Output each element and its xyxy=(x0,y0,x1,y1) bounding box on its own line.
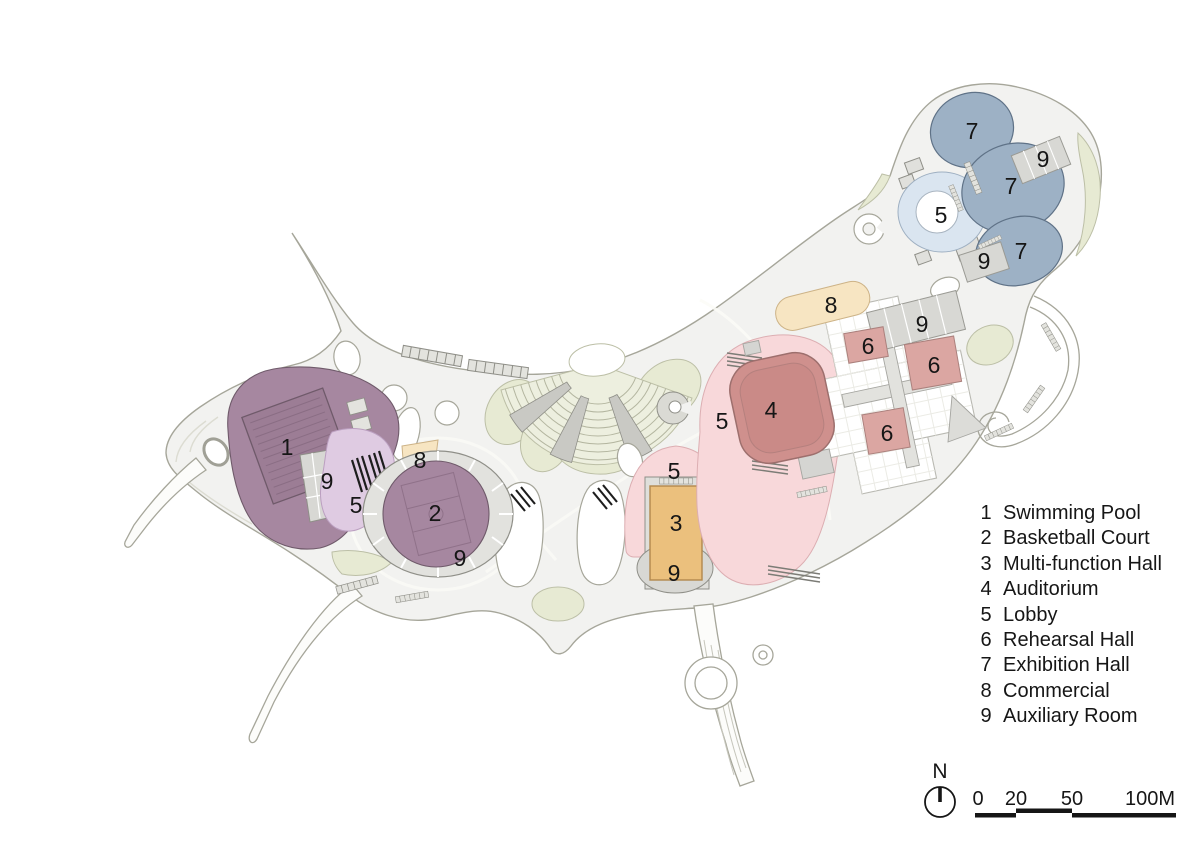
legend-item: 4 Auditorium xyxy=(978,578,1162,603)
amphitheater xyxy=(484,343,702,475)
legend-item-label: Multi-function Hall xyxy=(1003,552,1162,575)
legend-item: 1 Swimming Pool xyxy=(978,502,1162,527)
zone-rehearsal-1 xyxy=(843,326,889,364)
zone-multifunction-hall xyxy=(649,485,703,581)
zone-basketball xyxy=(362,450,514,578)
plan-label-3: 3 xyxy=(670,510,683,536)
plan-label-4: 4 xyxy=(765,397,778,423)
legend-item-number: 1 xyxy=(980,502,992,524)
scale-bar: 0 20 50 100M xyxy=(972,788,1176,818)
plan-label-5: 5 xyxy=(716,408,729,434)
plan-label-5: 5 xyxy=(668,458,681,484)
scale-label-20: 20 xyxy=(1005,788,1027,810)
cluster-sports xyxy=(227,366,514,578)
legend-item: 3 Multi-function Hall xyxy=(978,553,1162,578)
lobby-ramps xyxy=(726,352,821,583)
plan-label-9: 9 xyxy=(668,560,681,586)
plan-label-5: 5 xyxy=(935,202,948,228)
zone-commercial-center xyxy=(775,280,871,331)
plan-label-1: 1 xyxy=(281,434,294,460)
landscape-greens xyxy=(331,131,1101,622)
legend-item-number: 2 xyxy=(980,527,992,550)
amphitheater-stage xyxy=(568,343,626,377)
cove xyxy=(853,213,896,245)
scale-labels: 0 20 50 100M xyxy=(972,788,1175,810)
zone-rehearsal-2 xyxy=(903,335,963,391)
legend-item-label: Basketball Court xyxy=(1003,527,1150,550)
plan-label-8: 8 xyxy=(414,447,427,473)
path-right-hook xyxy=(977,295,1080,448)
legend-item: 2 Basketball Court xyxy=(978,527,1162,552)
cutout-stairs xyxy=(510,484,618,512)
plan-label-9: 9 xyxy=(916,311,929,337)
scale-label-50: 50 xyxy=(1061,788,1083,810)
amphitheater-seat-arcs xyxy=(501,364,692,461)
basketball-court-markings xyxy=(400,471,472,557)
legend-item-label: Commercial xyxy=(1003,679,1110,702)
plan-label-9: 9 xyxy=(1037,146,1050,172)
legend-item-number: 6 xyxy=(980,628,992,651)
plan-label-2: 2 xyxy=(429,500,442,526)
legend-item: 8 Commercial xyxy=(978,680,1162,705)
rehearsal-halls xyxy=(843,326,963,455)
plan-label-9: 9 xyxy=(321,468,334,494)
cluster-auditorium xyxy=(696,280,987,586)
legend-item-label: Rehearsal Hall xyxy=(1003,628,1135,651)
scale-label-100M: 100M xyxy=(1125,788,1175,810)
legend-item-label: Auditorium xyxy=(1003,578,1099,601)
spiral-ramp xyxy=(656,391,691,425)
zone-rehearsal-3 xyxy=(861,407,911,455)
legend-item-label: Swimming Pool xyxy=(1003,502,1141,524)
legend-item-label: Exhibition Hall xyxy=(1003,654,1130,677)
legend-item-number: 8 xyxy=(980,679,992,702)
amphitheater-stair-wedges xyxy=(509,381,653,463)
legend-item: 6 Rehearsal Hall xyxy=(978,629,1162,654)
cluster-exhibition xyxy=(897,91,1072,287)
path-bottom-left xyxy=(248,583,363,744)
plan-label-9: 9 xyxy=(978,248,991,274)
path-loop-inner xyxy=(694,666,728,700)
legend-item: 7 Exhibition Hall xyxy=(978,654,1162,679)
path-curl-inner xyxy=(758,650,768,660)
plan-label-7: 7 xyxy=(1005,173,1018,199)
zone-auxiliary-exhibition-east xyxy=(1010,135,1072,185)
auditorium-inner xyxy=(739,362,825,454)
legend-item: 9 Auxiliary Room xyxy=(978,705,1162,730)
plan-label-7: 7 xyxy=(966,118,979,144)
plan-label-5: 5 xyxy=(350,492,363,518)
plan-label-9: 9 xyxy=(454,545,467,571)
legend: 1 Swimming Pool 2 Basketball Court 3 Mul… xyxy=(978,502,1162,731)
north-label: N xyxy=(932,760,947,783)
legend-item-label: Auxiliary Room xyxy=(1003,705,1138,728)
legend-item-number: 4 xyxy=(980,578,992,601)
legend-item-number: 3 xyxy=(980,552,992,575)
scale-label-0: 0 xyxy=(972,788,983,810)
path-left xyxy=(124,457,207,548)
legend-item-number: 5 xyxy=(980,603,992,626)
plan-label-6: 6 xyxy=(881,420,894,446)
plan-label-8: 8 xyxy=(825,292,838,318)
access-paths xyxy=(124,295,1080,787)
plan-label-6: 6 xyxy=(862,333,875,359)
legend-item-number: 7 xyxy=(980,654,992,677)
north-arrow: N xyxy=(924,760,956,818)
legend-item: 5 Lobby xyxy=(978,604,1162,629)
legend-item-number: 9 xyxy=(980,705,992,728)
legend-item-label: Lobby xyxy=(1003,603,1058,626)
exhibition-lobby-court xyxy=(915,190,959,234)
plan-label-7: 7 xyxy=(1015,238,1028,264)
plan-label-6: 6 xyxy=(928,352,941,378)
